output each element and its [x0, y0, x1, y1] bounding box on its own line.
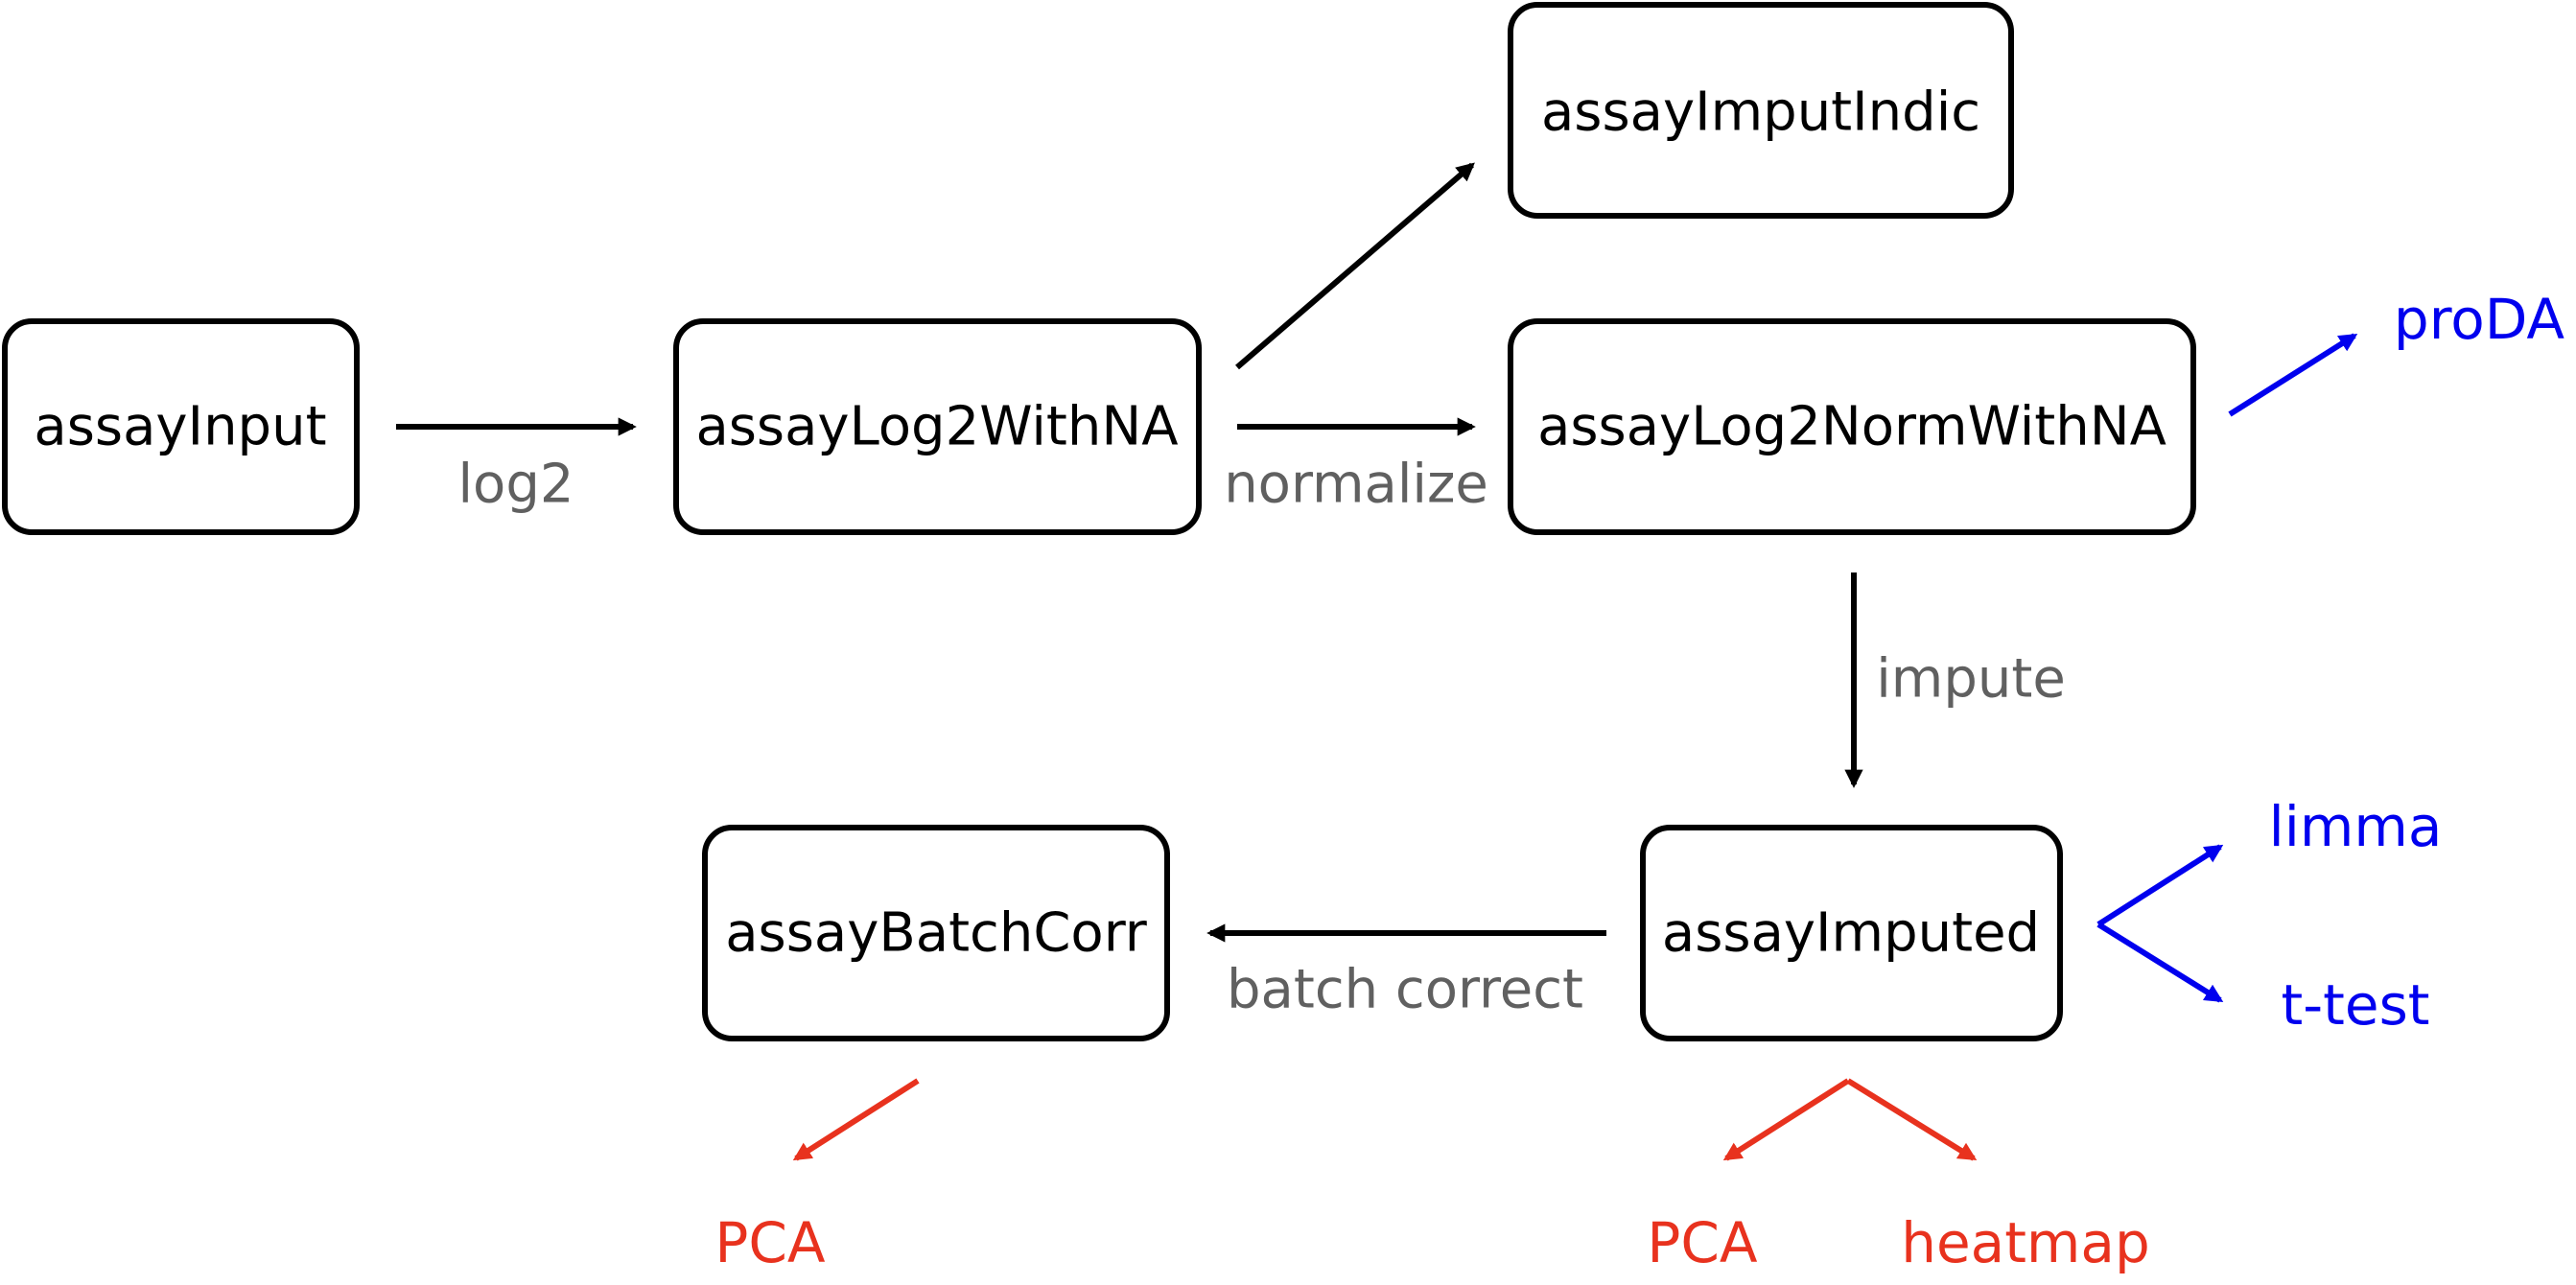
arrow-to-imput-indic — [1235, 162, 1475, 370]
node-assay-imputed-label: assayImputed — [1662, 902, 2040, 965]
output-heatmap: heatmap — [1901, 1210, 2150, 1275]
node-assay-log2-with-na-label: assayLog2WithNA — [695, 396, 1178, 458]
arrow-to-limma — [2096, 844, 2224, 927]
node-assay-log2-norm-with-na[interactable]: assayLog2NormWithNA — [1508, 318, 2196, 535]
output-pca-imputed: PCA — [1647, 1210, 1757, 1275]
step-label-impute: impute — [1876, 648, 2066, 711]
arrow-to-proda — [2228, 333, 2358, 417]
arrow-to-heatmap — [1846, 1078, 1978, 1161]
step-label-log2: log2 — [458, 454, 574, 516]
output-ttest: t-test — [2281, 972, 2429, 1038]
node-assay-log2-with-na[interactable]: assayLog2WithNA — [673, 318, 1202, 535]
node-assay-input-label: assayInput — [34, 396, 326, 458]
arrow-to-ttest — [2096, 922, 2224, 1003]
output-limma: limma — [2269, 794, 2443, 859]
node-assay-log2-norm-with-na-label: assayLog2NormWithNA — [1537, 396, 2166, 458]
step-label-normalize: normalize — [1224, 454, 1488, 516]
node-assay-imput-indic[interactable]: assayImputIndic — [1508, 2, 2014, 219]
arrow-to-pca-batch — [792, 1078, 920, 1161]
arrow-to-pca-imputed — [1722, 1078, 1850, 1161]
node-assay-batch-corr-label: assayBatchCorr — [725, 902, 1148, 965]
node-assay-imput-indic-label: assayImputIndic — [1541, 82, 1980, 144]
node-assay-imputed[interactable]: assayImputed — [1640, 825, 2063, 1041]
node-assay-batch-corr[interactable]: assayBatchCorr — [702, 825, 1170, 1041]
node-assay-input[interactable]: assayInput — [2, 318, 360, 535]
output-pca-batch: PCA — [714, 1210, 825, 1275]
step-label-batch-correct: batch correct — [1227, 959, 1583, 1021]
output-proda: proDA — [2394, 287, 2565, 352]
